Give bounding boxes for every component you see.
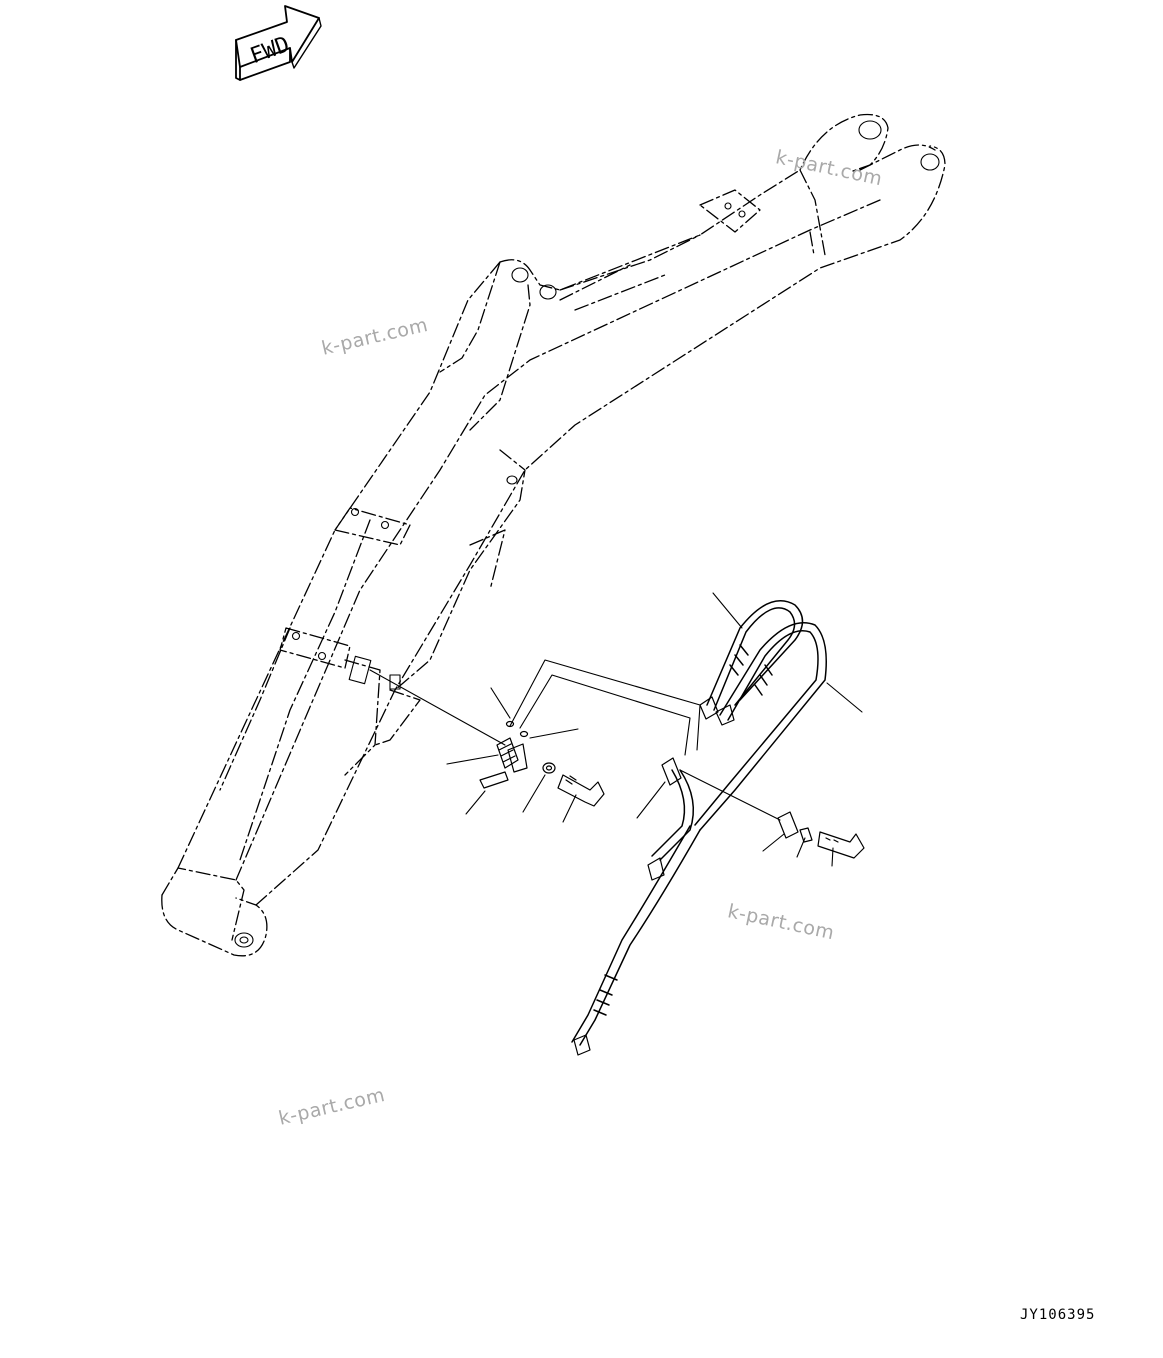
clamp-assembly-left	[479, 720, 605, 807]
boom-outline	[161, 113, 946, 957]
drawing-id-label: JY106395	[1020, 1307, 1096, 1323]
leader-lines	[446, 592, 863, 867]
hose-fittings	[573, 696, 735, 1056]
boom-clamp-bracket	[348, 655, 401, 690]
fwd-arrow-icon: FWD	[235, 5, 322, 81]
clamp-assembly-right	[661, 757, 865, 859]
hose-upper-loop	[694, 600, 827, 831]
boom-pin-bosses	[234, 120, 940, 948]
hose-lower-run	[571, 769, 701, 1046]
